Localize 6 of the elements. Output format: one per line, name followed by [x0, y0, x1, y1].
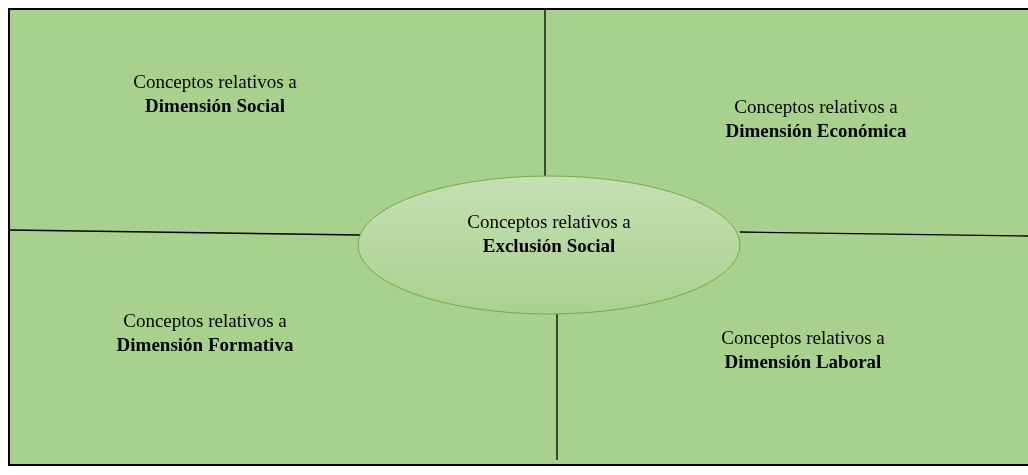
quadrant-text: Conceptos relativos a Dimensión Laboral — [720, 326, 886, 374]
quadrant-text: Conceptos relativos a Dimensión Económica — [724, 95, 908, 143]
quadrant-text: Conceptos relativos a Exclusión Social — [466, 210, 632, 258]
quadrant-text: Conceptos relativos a Dimensión Social — [132, 70, 298, 118]
ellipse-node — [357, 175, 741, 315]
quadrant-text: Conceptos relativos a Dimensión Formativa — [115, 309, 295, 357]
